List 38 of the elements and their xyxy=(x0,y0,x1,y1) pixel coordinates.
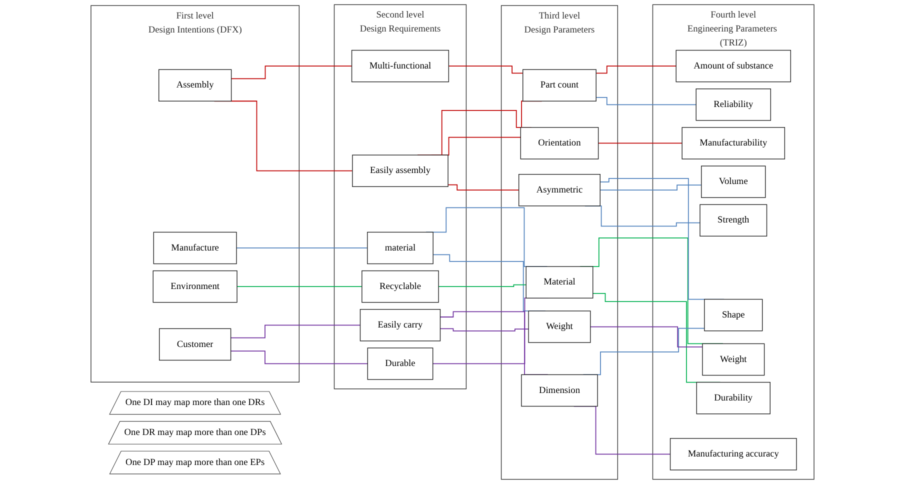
connector xyxy=(596,97,697,106)
node-box: Volume xyxy=(701,166,766,198)
node-box: Environment xyxy=(152,270,238,303)
connector xyxy=(236,286,362,287)
connector xyxy=(596,66,677,74)
connector xyxy=(230,350,368,364)
node-box: Weight xyxy=(702,343,765,376)
node-box: Amount of substance xyxy=(676,50,792,82)
connector xyxy=(440,328,529,332)
node-box: Part count xyxy=(522,69,596,102)
node-box: material xyxy=(367,232,434,264)
node-box: Durable xyxy=(367,348,434,380)
connector xyxy=(598,142,683,144)
node-box: Customer xyxy=(159,328,232,361)
connector xyxy=(230,66,352,80)
connector xyxy=(590,326,703,348)
node-box: Manufacture xyxy=(153,232,237,264)
node-box: Reliability xyxy=(696,88,772,121)
node-box: Dimension xyxy=(521,374,598,407)
node-box: Material xyxy=(526,266,594,298)
connector xyxy=(448,184,520,191)
node-box: Asymmetric xyxy=(518,174,600,206)
connector xyxy=(438,284,527,287)
node-box: Durability xyxy=(696,382,770,414)
connector xyxy=(230,324,361,338)
node-box: Multi-functional xyxy=(351,50,450,82)
node-box: Recyclable xyxy=(362,270,439,303)
node-box: Weight xyxy=(528,310,591,343)
node-box: Easily carry xyxy=(360,309,441,342)
node-box: Orientation xyxy=(520,127,599,160)
connector xyxy=(600,184,702,191)
node-box: Manufacturing accuracy xyxy=(670,438,797,470)
node-box: Assembly xyxy=(158,69,232,102)
connector xyxy=(448,66,524,74)
node-box: Manufacturability xyxy=(682,127,786,160)
node-box: Easily assembly xyxy=(352,154,448,187)
node-box: Strength xyxy=(700,204,768,236)
node-box: Shape xyxy=(704,298,763,332)
